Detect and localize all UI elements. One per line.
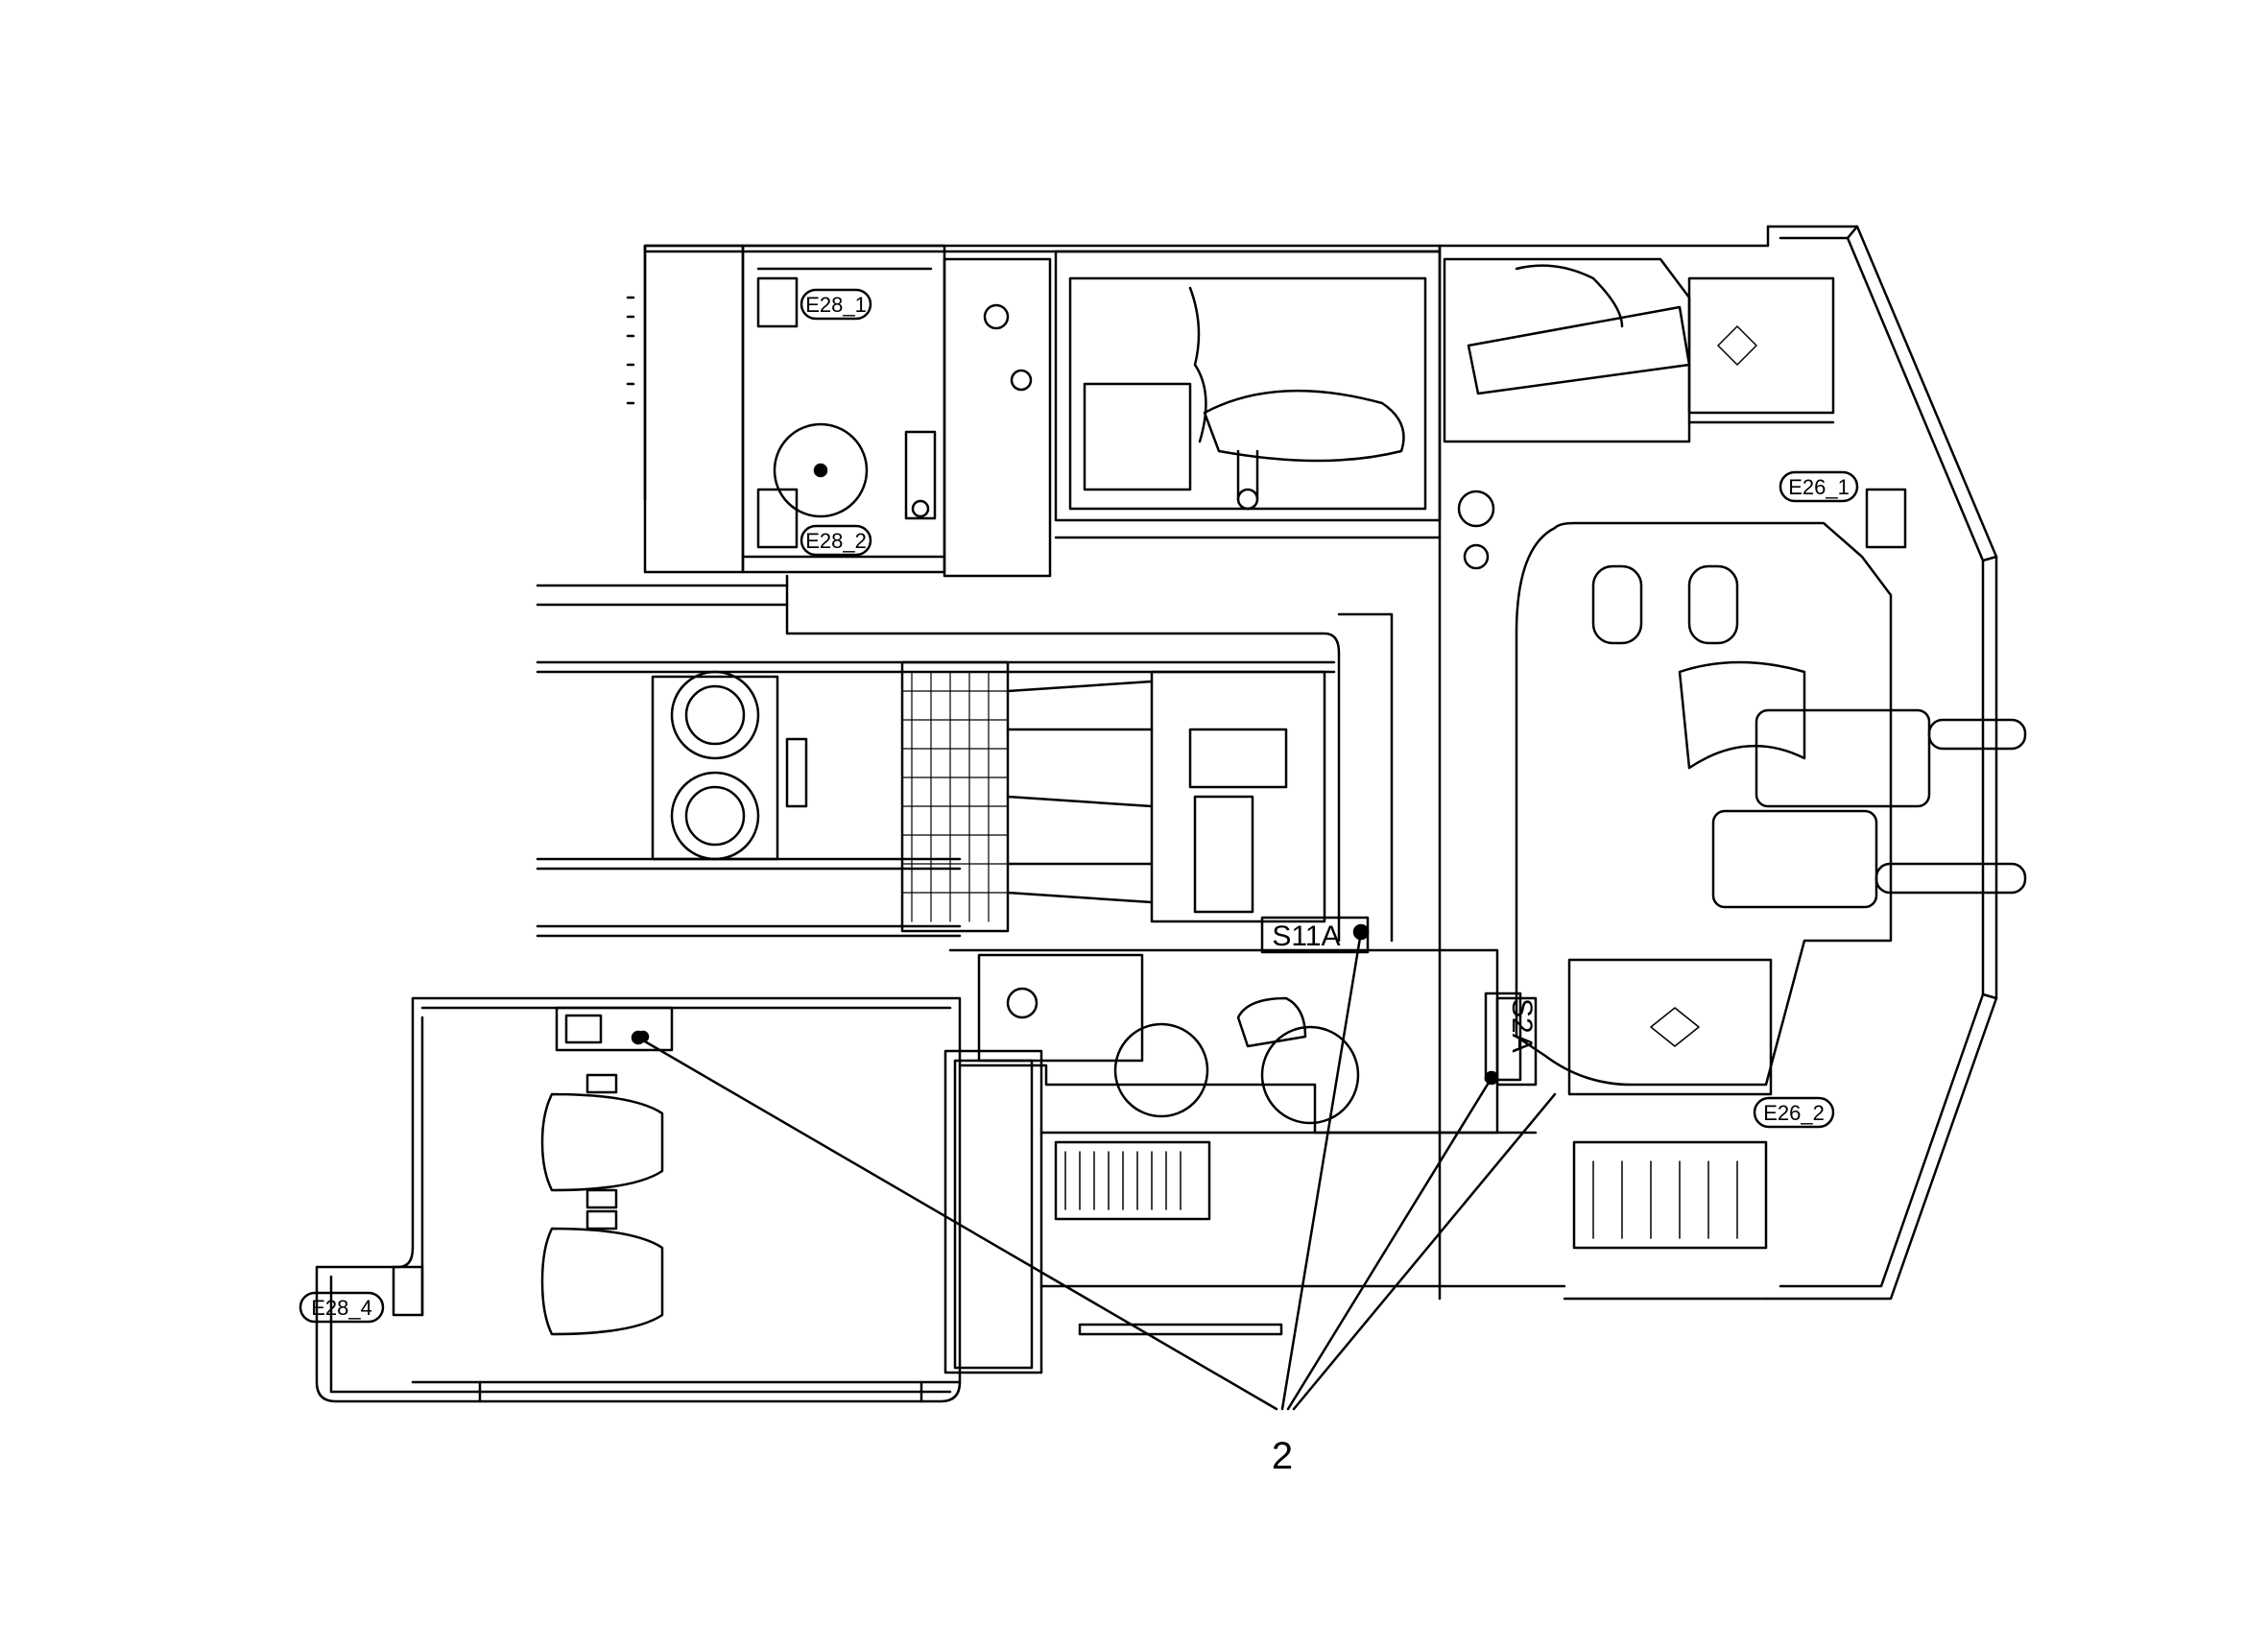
tag-s11a: S11A bbox=[1272, 920, 1340, 952]
tag-e26-2: E26_2 bbox=[1763, 1101, 1825, 1125]
tag-e28-2: E28_2 bbox=[805, 529, 867, 553]
callout-number: 2 bbox=[1272, 1435, 1293, 1477]
tag-e28-2-frame bbox=[800, 524, 872, 557]
tag-s2a: S2A bbox=[1506, 998, 1538, 1053]
driver-cab bbox=[315, 996, 962, 1403]
centre-cable-block bbox=[900, 660, 1326, 933]
centre-frame bbox=[536, 574, 1394, 943]
lower-centre-module bbox=[948, 948, 1538, 1135]
engine-compartment bbox=[1515, 325, 2027, 1096]
tag-s2a-frame bbox=[1484, 992, 1522, 1082]
tag-e28-1-frame bbox=[800, 288, 872, 321]
tag-e26-2-frame bbox=[1753, 1096, 1835, 1129]
component-tags: E28_1 E28_2 E28_4 E26_1 E26_2 S11A S2A bbox=[298, 288, 1859, 1324]
upper-left-cabinet bbox=[626, 244, 1052, 578]
tag-e26-1-frame bbox=[1779, 470, 1859, 503]
top-centre-module bbox=[1054, 250, 1442, 539]
tag-e28-4-frame bbox=[298, 1291, 385, 1324]
upper-right-module bbox=[1443, 257, 1907, 570]
tag-e28-4: E28_4 bbox=[311, 1296, 372, 1320]
tag-e26-1: E26_1 bbox=[1788, 475, 1850, 499]
outer-hull bbox=[643, 225, 1998, 1301]
lower-step-area bbox=[943, 1049, 1768, 1374]
callout-2: 2 bbox=[631, 930, 1557, 1477]
tag-e28-1: E28_1 bbox=[805, 293, 867, 317]
